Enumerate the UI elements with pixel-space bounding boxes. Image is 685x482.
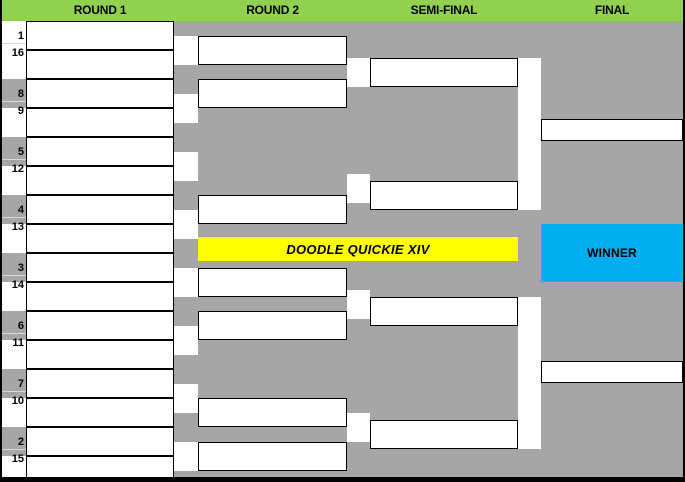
bracket-header-bar: ROUND 1 ROUND 2 SEMI-FINAL FINAL bbox=[2, 0, 683, 22]
tournament-title-banner: DOODLE QUICKIE XIV bbox=[198, 237, 518, 261]
round1-slot[interactable] bbox=[26, 21, 174, 50]
seed-number: 5 bbox=[17, 146, 24, 158]
seed-number: 10 bbox=[11, 395, 24, 407]
seed-number: 4 bbox=[17, 204, 24, 216]
r2-sf-connector bbox=[347, 174, 370, 203]
seed-separator bbox=[2, 101, 26, 102]
seed-number: 3 bbox=[17, 262, 24, 274]
seed-gap bbox=[2, 79, 26, 108]
seed-gap bbox=[2, 427, 26, 456]
round1-slot[interactable] bbox=[26, 224, 174, 253]
seed-gap bbox=[2, 311, 26, 340]
seed-separator bbox=[2, 217, 26, 218]
header-semi-final: SEMI-FINAL bbox=[410, 3, 478, 17]
round1-slot[interactable] bbox=[26, 282, 174, 311]
round1-slot[interactable] bbox=[26, 253, 174, 282]
seed-number: 6 bbox=[17, 320, 24, 332]
sf-final-connector-upper bbox=[518, 58, 541, 140]
seed-separator bbox=[2, 333, 26, 334]
header-final: FINAL bbox=[594, 3, 630, 17]
seed-gap bbox=[2, 253, 26, 282]
round2-slot[interactable] bbox=[198, 442, 347, 471]
header-round-1: ROUND 1 bbox=[73, 3, 127, 17]
round1-slot[interactable] bbox=[26, 195, 174, 224]
seed-number: 8 bbox=[17, 88, 24, 100]
seed-number: 2 bbox=[17, 436, 24, 448]
round2-slot[interactable] bbox=[198, 398, 347, 427]
semifinal-slot[interactable] bbox=[370, 58, 518, 87]
seed-number: 1 bbox=[17, 30, 24, 42]
r1-r2-connector bbox=[174, 152, 198, 181]
round1-slot[interactable] bbox=[26, 137, 174, 166]
sf-final-connector-lower bbox=[518, 297, 541, 383]
seed-separator bbox=[2, 391, 26, 392]
r2-sf-connector bbox=[347, 290, 370, 319]
final-slot[interactable] bbox=[541, 361, 683, 383]
sf-final-connector-upper bbox=[518, 140, 541, 210]
r1-r2-connector bbox=[174, 326, 198, 355]
bottom-rule bbox=[2, 477, 683, 480]
r1-r2-connector bbox=[174, 384, 198, 413]
seed-number: 15 bbox=[11, 453, 24, 465]
round2-slot[interactable] bbox=[198, 79, 347, 108]
sf-final-connector-lower bbox=[518, 383, 541, 449]
round2-slot[interactable] bbox=[198, 36, 347, 65]
seed-number: 13 bbox=[11, 221, 24, 233]
round1-slot[interactable] bbox=[26, 398, 174, 427]
r1-r2-connector bbox=[174, 268, 198, 297]
semifinal-slot[interactable] bbox=[370, 181, 518, 210]
seed-number: 14 bbox=[11, 279, 24, 291]
seed-number: 7 bbox=[17, 378, 24, 390]
round1-slot[interactable] bbox=[26, 369, 174, 398]
round1-slot[interactable] bbox=[26, 311, 174, 340]
round2-slot[interactable] bbox=[198, 311, 347, 340]
seed-separator bbox=[2, 275, 26, 276]
r1-r2-connector bbox=[174, 36, 198, 65]
round1-slot[interactable] bbox=[26, 79, 174, 108]
r1-r2-connector bbox=[174, 94, 198, 123]
seed-number: 16 bbox=[11, 47, 24, 59]
seed-gap bbox=[2, 369, 26, 398]
r2-sf-connector bbox=[347, 413, 370, 442]
seed-number: 9 bbox=[17, 105, 24, 117]
r1-r2-connector bbox=[174, 210, 198, 239]
round1-slot[interactable] bbox=[26, 456, 174, 480]
semifinal-slot[interactable] bbox=[370, 297, 518, 326]
winner-box: WINNER bbox=[541, 224, 683, 282]
round1-slot[interactable] bbox=[26, 50, 174, 79]
round2-slot[interactable] bbox=[198, 268, 347, 297]
seed-gap bbox=[2, 137, 26, 166]
header-round-2: ROUND 2 bbox=[246, 3, 299, 17]
seed-number: 12 bbox=[11, 163, 24, 175]
round1-slot[interactable] bbox=[26, 340, 174, 369]
r1-r2-connector bbox=[174, 442, 198, 471]
round2-slot[interactable] bbox=[198, 195, 347, 224]
semifinal-slot[interactable] bbox=[370, 420, 518, 449]
r2-sf-connector bbox=[347, 58, 370, 87]
seed-gap bbox=[2, 195, 26, 224]
seed-number: 11 bbox=[12, 337, 24, 349]
round1-slot[interactable] bbox=[26, 166, 174, 195]
seed-separator bbox=[2, 449, 26, 450]
round1-slot[interactable] bbox=[26, 427, 174, 456]
round1-slot[interactable] bbox=[26, 108, 174, 137]
seed-separator bbox=[2, 159, 26, 160]
seed-separator bbox=[2, 43, 26, 44]
final-slot[interactable] bbox=[541, 119, 683, 141]
